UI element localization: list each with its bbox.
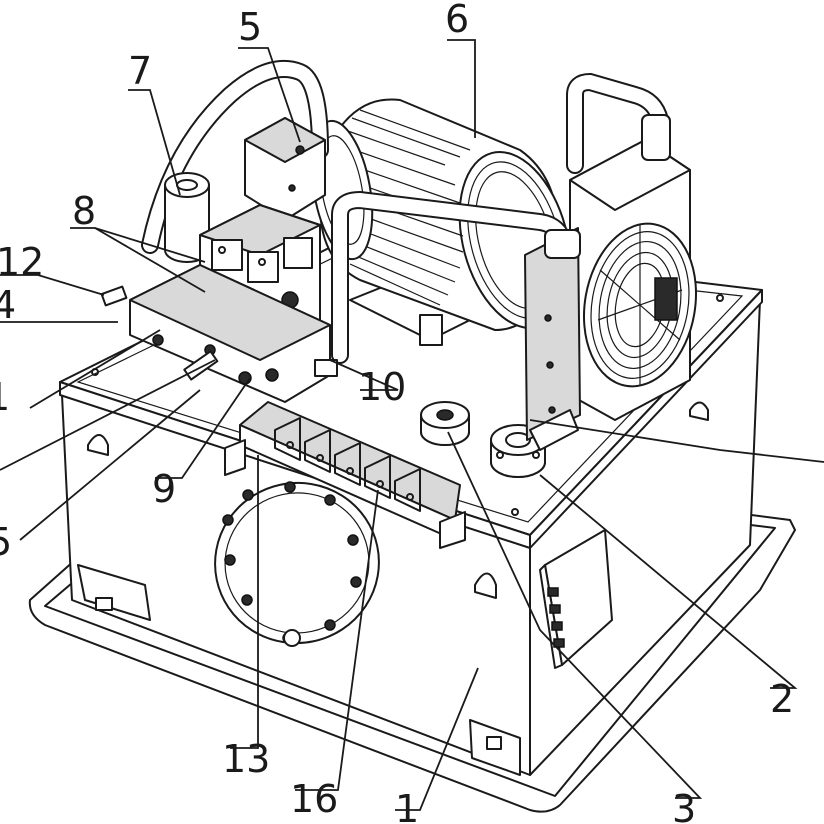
- callout-5: 5: [238, 5, 262, 49]
- callout-7: 7: [128, 49, 152, 93]
- manifold-block: [100, 264, 338, 403]
- junction-box: [539, 529, 613, 669]
- callout-2: 2: [770, 677, 794, 721]
- filter-cap: [420, 401, 470, 446]
- breather-filler: [490, 424, 546, 478]
- callout-1-left: 1: [0, 375, 10, 419]
- callout-10: 10: [358, 365, 406, 409]
- callout-8: 8: [72, 189, 96, 233]
- callout-4: 4: [0, 283, 16, 327]
- callout-5-left: 5: [0, 520, 12, 564]
- level-gauge-strip: [224, 401, 466, 549]
- callout-16: 16: [290, 777, 338, 821]
- callout-3: 3: [672, 787, 696, 824]
- cleanout-cover: [214, 481, 380, 647]
- callout-12: 12: [0, 240, 44, 284]
- callout-9: 9: [152, 467, 176, 511]
- callout-13: 13: [222, 737, 270, 781]
- leader-lines: [0, 39, 824, 811]
- callout-6: 6: [445, 0, 469, 41]
- pipework: [141, 60, 671, 364]
- oil-cooler: [524, 139, 698, 451]
- callout-1: 1: [395, 787, 419, 824]
- hydraulic-pump: [244, 117, 326, 221]
- callout-labels: 5 6 7 8 12 4 1 5 9 10 2 3 13 16 1: [0, 0, 794, 824]
